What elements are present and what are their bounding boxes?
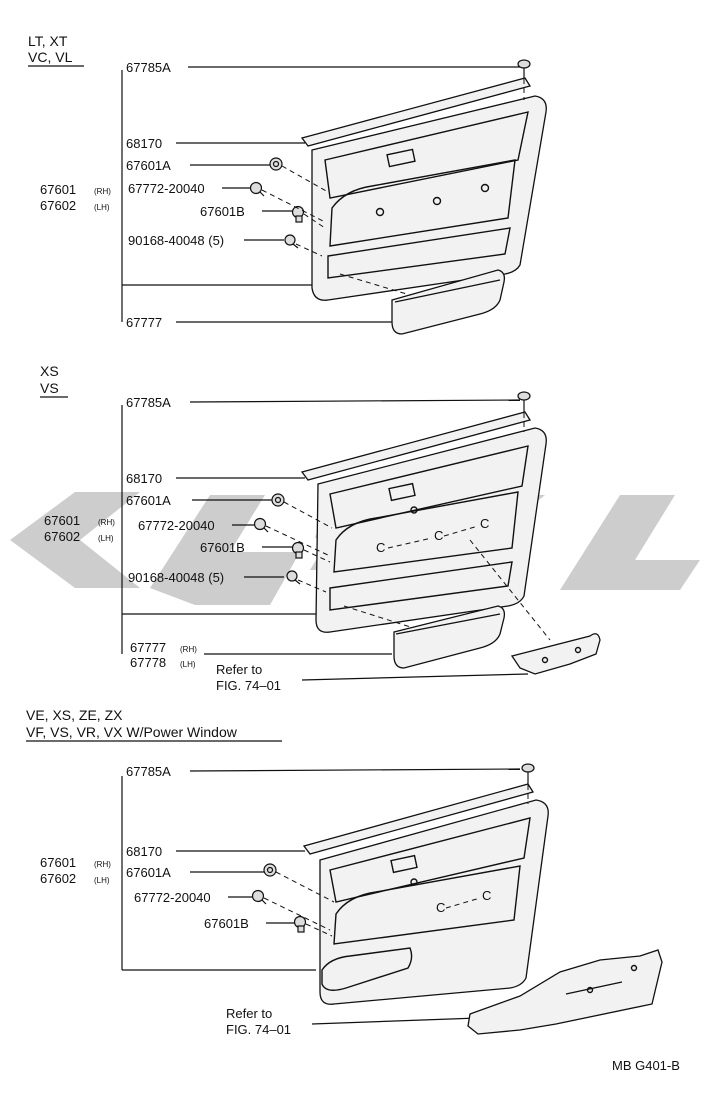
s1-label-weatherstrip: 68170: [126, 136, 162, 151]
s2-lh: (LH): [98, 534, 114, 543]
s2-armrest-part: [510, 633, 601, 675]
s2-clip-b-part: [291, 541, 305, 559]
s3-label-grommet: 67601A: [126, 865, 171, 880]
s3-label-board-rh: 67601: [40, 855, 76, 870]
s1-clip-part: [517, 59, 531, 78]
s2-label-clip-b: 67601B: [200, 540, 245, 555]
s1-label-clip-b: 67601B: [200, 204, 245, 219]
section-3-header-line1: VE, XS, ZE, ZX: [26, 707, 123, 723]
s1-label-clip: 67785A: [126, 60, 171, 75]
section-2-header-line1: XS: [40, 363, 59, 379]
s3-label-clip: 67785A: [126, 764, 171, 779]
s2-refer-line2: FIG. 74–01: [216, 678, 281, 693]
s3-grommet-part: [263, 863, 277, 877]
s2-refer-line1: Refer to: [216, 662, 262, 677]
s3-label-clip-b: 67601B: [204, 916, 249, 931]
svg-text:C: C: [434, 528, 443, 543]
section-3-header-line2: VF, VS, VR, VX W/Power Window: [26, 724, 238, 740]
s1-grommet-part: [269, 157, 283, 171]
s1-lh: (LH): [94, 203, 110, 212]
s1-label-board-rh: 67601: [40, 182, 76, 197]
s1-rh: (RH): [94, 187, 111, 196]
footer-code: MB G401-B: [612, 1058, 680, 1073]
s2-label-fastener: 90168-40048 (5): [128, 570, 224, 585]
s3-label-weatherstrip: 68170: [126, 844, 162, 859]
s1-pocket-part: [391, 269, 506, 335]
s3-refer-line1: Refer to: [226, 1006, 272, 1021]
s2-screw-part: [253, 517, 269, 533]
section-1-header-line1: LT, XT: [28, 33, 68, 49]
s2-label-board-lh: 67602: [44, 529, 80, 544]
s1-fastener-part: [284, 234, 299, 249]
svg-text:C: C: [436, 900, 445, 915]
s3-weatherstrip-part: [302, 783, 535, 855]
s1-label-screw: 67772-20040: [128, 181, 205, 196]
s2-pocket-rh-suffix: (RH): [180, 645, 197, 654]
s1-clip-b-part: [291, 205, 305, 223]
s3-clip-b-part: [293, 915, 307, 933]
s1-label-grommet: 67601A: [126, 158, 171, 173]
s2-label-grommet: 67601A: [126, 493, 171, 508]
section-3: VE, XS, ZE, ZX VF, VS, VR, VX W/Power Wi…: [26, 707, 663, 1037]
s1-label-pocket: 67777: [126, 315, 162, 330]
s2-label-weatherstrip: 68170: [126, 471, 162, 486]
s2-weatherstrip-part: [300, 411, 532, 481]
s2-label-pocket-lh: 67778: [130, 655, 166, 670]
s3-refer-line2: FIG. 74–01: [226, 1022, 291, 1037]
s2-pocket-lh-suffix: (LH): [180, 660, 196, 669]
s3-rh: (RH): [94, 860, 111, 869]
s3-screw-part: [251, 889, 267, 905]
s3-lh: (LH): [94, 876, 110, 885]
s2-pocket-part: [393, 605, 506, 669]
s2-label-board-rh: 67601: [44, 513, 80, 528]
s2-rh: (RH): [98, 518, 115, 527]
section-1: LT, XT VC, VL 67785A 68170 67601A 67772-…: [28, 33, 547, 335]
section-1-header-line2: VC, VL: [28, 49, 73, 65]
s3-clip-part: [521, 763, 535, 784]
s2-grommet-part: [271, 493, 285, 507]
s1-label-board-lh: 67602: [40, 198, 76, 213]
s1-weatherstrip-part: [300, 77, 532, 147]
section-2: XS VS 67785A 68170 67601A 67772-20040 67…: [40, 363, 601, 693]
s1-label-fastener: 90168-40048 (5): [128, 233, 224, 248]
s3-label-screw: 67772-20040: [134, 890, 211, 905]
s1-screw-part: [249, 181, 265, 197]
svg-text:C: C: [480, 516, 489, 531]
s2-label-clip: 67785A: [126, 395, 171, 410]
s2-label-pocket-rh: 67777: [130, 640, 166, 655]
s3-door-panel-part: [319, 799, 549, 1005]
s2-fastener-part: [286, 570, 301, 585]
s3-label-board-lh: 67602: [40, 871, 76, 886]
section-2-header-line2: VS: [40, 380, 59, 396]
s3-armrest-part: [467, 949, 663, 1035]
s2-label-screw: 67772-20040: [138, 518, 215, 533]
svg-text:C: C: [376, 540, 385, 555]
svg-text:C: C: [482, 888, 491, 903]
